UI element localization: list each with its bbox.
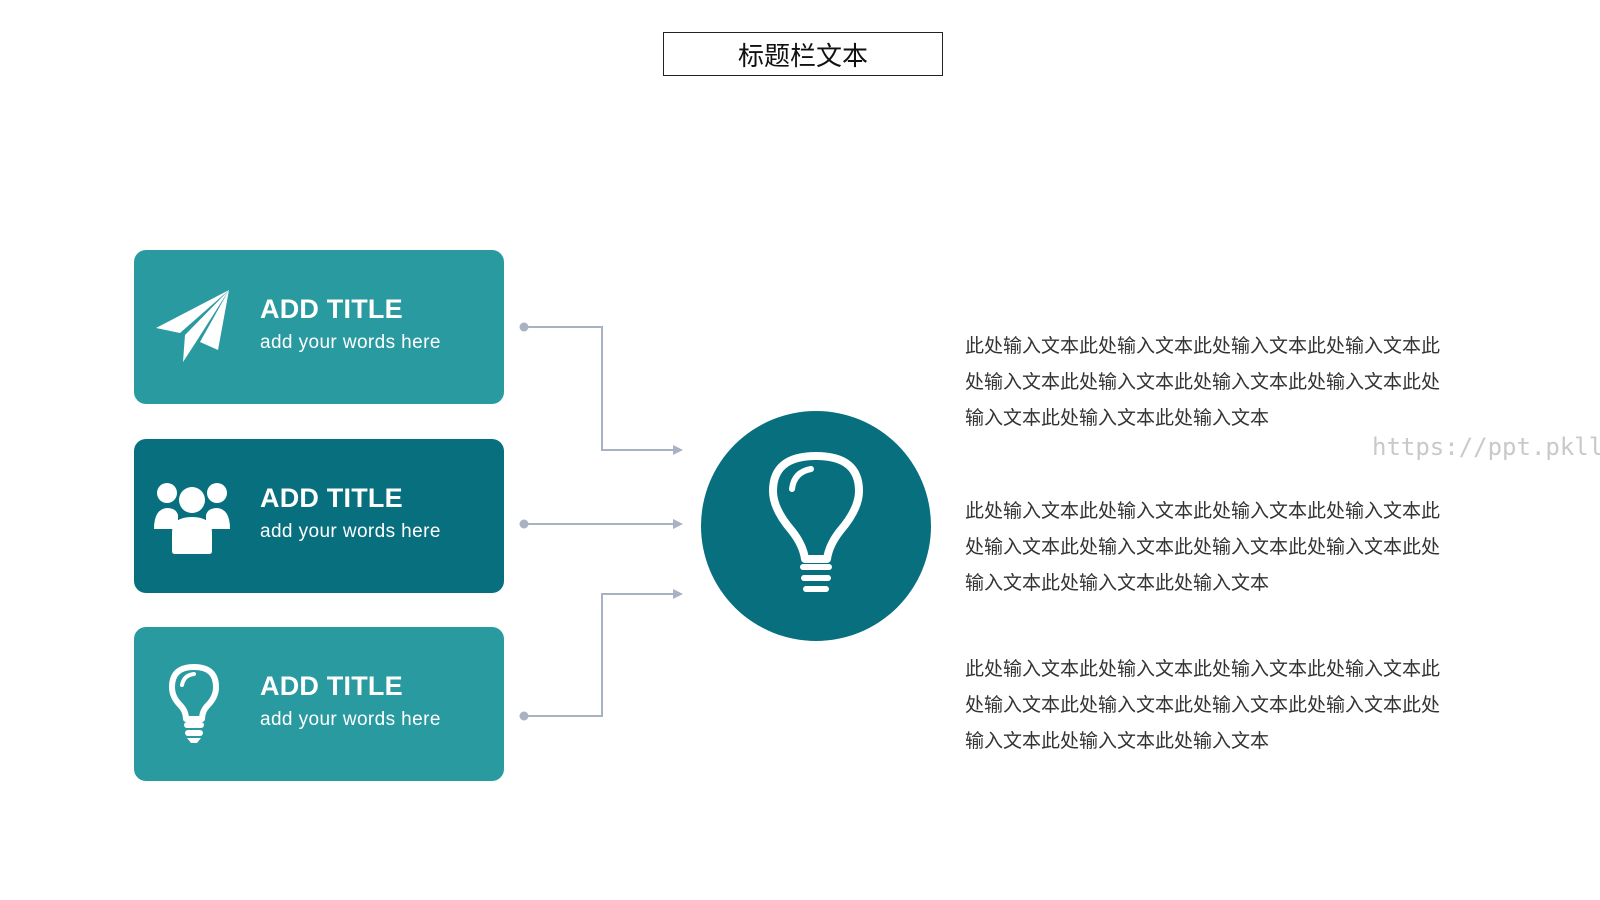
connector-3 [524,593,675,717]
lightbulb-icon [152,661,236,745]
page-title: 标题栏文本 [663,32,943,76]
lightbulb-icon [769,452,863,592]
paper-plane-icon [152,284,236,368]
card-title: ADD TITLE [260,294,403,324]
card-subtitle: add your words here [260,332,441,353]
paragraph-1: 此处输入文本此处输入文本此处输入文本此处输入文本此处输入文本此处输入文本此处输入… [965,336,1441,429]
card-title: ADD TITLE [260,671,403,701]
paragraph-3: 此处输入文本此处输入文本此处输入文本此处输入文本此处输入文本此处输入文本此处输入… [965,659,1441,752]
card-subtitle: add your words here [260,521,441,542]
paragraph-2: 此处输入文本此处输入文本此处输入文本此处输入文本此处输入文本此处输入文本此处输入… [965,501,1441,594]
connector-1 [524,326,675,451]
card-title: ADD TITLE [260,483,403,513]
card-1: ADD TITLE add your words here [134,250,504,404]
users-icon [152,473,236,557]
watermark: https://ppt.pkll.de [1372,433,1600,461]
hub-circle [701,411,931,641]
card-2: ADD TITLE add your words here [134,439,504,593]
card-subtitle: add your words here [260,709,441,730]
card-3: ADD TITLE add your words here [134,627,504,781]
